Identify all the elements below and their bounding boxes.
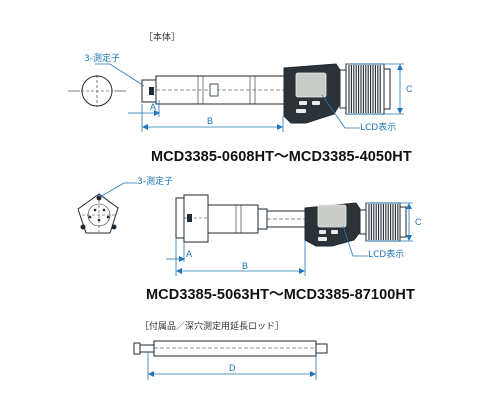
lcd-callout-middle: LCD表示 [368, 250, 405, 260]
dim-a-top: A [150, 102, 157, 112]
accessory-section-label: ［付属品／深穴測定用延長ロッド］ [140, 322, 285, 332]
body-section-label: ［本体］ [144, 33, 181, 43]
dim-b-top: B [207, 116, 214, 126]
probe-callout-top: 3-測定子 [84, 54, 120, 64]
dim-d-rod: D [229, 363, 236, 373]
top-micrometer-body [141, 63, 391, 124]
dim-b-middle: B [242, 261, 249, 271]
dim-c-middle: C [415, 217, 422, 227]
lcd-callout-top: LCD表示 [360, 123, 397, 133]
probe-callout-middle: 3-測定子 [137, 177, 173, 187]
dim-c-top: C [406, 84, 413, 94]
rod-dimension-lines [147, 352, 317, 380]
dim-a-middle: A [186, 249, 193, 259]
middle-dimension-lines [99, 182, 413, 276]
model-range-top: MCD3385-0608HT～MCD3385-4050HT [151, 149, 412, 165]
middle-end-view [77, 193, 119, 234]
extension-rod [133, 340, 328, 357]
top-dimension-lines [95, 63, 404, 132]
middle-micrometer-body [175, 194, 407, 247]
top-end-view [68, 75, 126, 107]
model-range-middle: MCD3385-5063HT～MCD3385-87100HT [146, 287, 415, 303]
